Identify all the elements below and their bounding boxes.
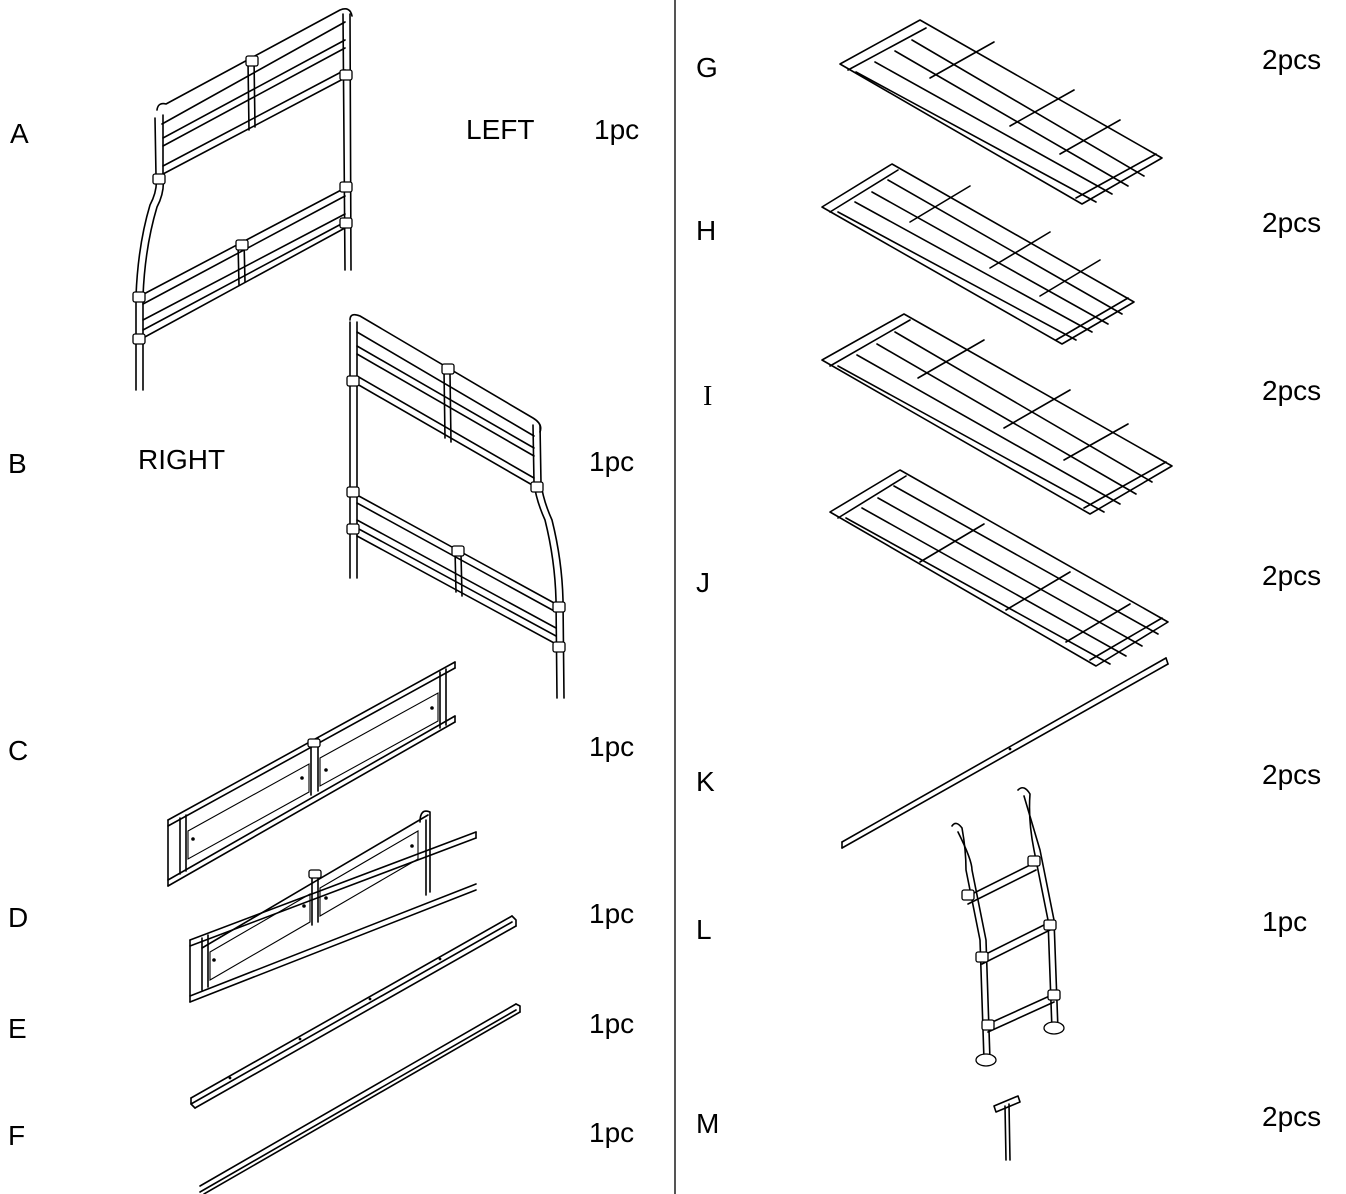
part-i-drawing: [821, 313, 1173, 515]
part-letter-c: C: [8, 735, 29, 766]
part-b-drawing: [346, 313, 566, 699]
part-letter-k: K: [696, 766, 715, 797]
part-qty-b: 1pc: [589, 446, 635, 477]
part-letter-m: M: [696, 1108, 720, 1139]
part-qty-m: 2pcs: [1262, 1101, 1322, 1132]
part-l-drawing: [951, 786, 1065, 1067]
part-letter-d: D: [8, 902, 29, 933]
part-m-drawing: [993, 1095, 1021, 1161]
part-qty-c: 1pc: [589, 731, 635, 762]
part-qty-e: 1pc: [589, 1008, 635, 1039]
part-qty-i: 2pcs: [1262, 375, 1322, 406]
part-qty-l: 1pc: [1262, 906, 1308, 937]
part-qty-h: 2pcs: [1262, 207, 1322, 238]
part-letter-h: H: [696, 215, 717, 246]
part-d-drawing: [189, 810, 477, 1003]
part-letter-l: L: [696, 914, 712, 945]
column-divider: [674, 0, 676, 1194]
part-c-drawing: [167, 661, 456, 887]
part-letter-j: J: [696, 567, 710, 598]
part-qty-g: 2pcs: [1262, 44, 1322, 75]
part-letter-g: G: [696, 52, 718, 83]
part-k-drawing: [841, 657, 1169, 849]
part-letter-f: F: [8, 1120, 26, 1151]
part-qty-d: 1pc: [589, 898, 635, 929]
part-f-drawing: [199, 1003, 521, 1194]
part-g-drawing: [839, 19, 1163, 205]
part-qty-j: 2pcs: [1262, 560, 1322, 591]
part-a-drawing: [132, 8, 353, 391]
part-h-drawing: [821, 163, 1135, 345]
part-j-drawing: [829, 469, 1169, 667]
part-letter-i: I: [703, 381, 713, 412]
part-side-a: LEFT: [466, 114, 535, 145]
part-e-drawing: [190, 915, 517, 1109]
part-letter-e: E: [8, 1013, 27, 1044]
part-qty-k: 2pcs: [1262, 759, 1322, 790]
part-qty-a: 1pc: [594, 114, 640, 145]
part-letter-b: B: [8, 448, 27, 479]
part-side-b: RIGHT: [138, 444, 226, 475]
part-qty-f: 1pc: [589, 1117, 635, 1148]
part-letter-a: A: [10, 118, 29, 149]
